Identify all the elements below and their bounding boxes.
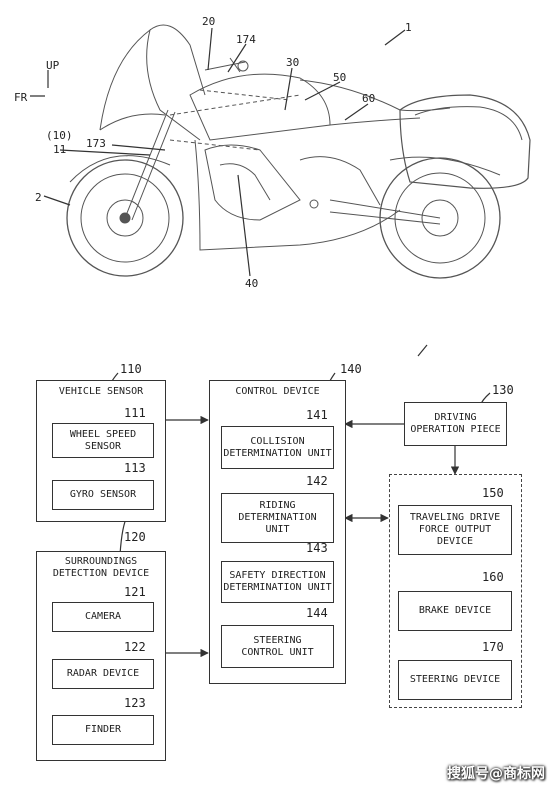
ref-30: 30 [286, 56, 300, 69]
ref-160: 160 [482, 570, 504, 584]
ref-122: 122 [124, 640, 146, 654]
ref-11: 11 [53, 143, 67, 156]
camera-box: CAMERA [52, 602, 154, 632]
ref-1: 1 [405, 21, 412, 34]
steering-control-box: STEERING CONTROL UNIT [221, 625, 334, 668]
ref-60: 60 [362, 92, 376, 105]
safety-direction-label: SAFETY DIRECTION DETERMINATION UNIT [223, 570, 332, 593]
brake-device-box: BRAKE DEVICE [398, 591, 512, 631]
steering-control-label: STEERING CONTROL UNIT [241, 634, 314, 658]
output-devices-group [389, 474, 522, 708]
ref-111: 111 [124, 406, 146, 420]
ref-40: 40 [245, 277, 259, 290]
traveling-drive-box: TRAVELING DRIVE FORCE OUTPUT DEVICE [398, 505, 512, 555]
riding-determination-box: RIDING DETERMINATION UNIT [221, 493, 334, 543]
riding-determination-label: RIDING DETERMINATION UNIT [238, 500, 317, 535]
gyro-sensor-label: GYRO SENSOR [69, 489, 137, 500]
ref-130: 130 [492, 383, 514, 397]
brake-device-label: BRAKE DEVICE [418, 605, 492, 616]
ref-121: 121 [124, 585, 146, 599]
vehicle-sensor-title: VEHICLE SENSOR [58, 386, 144, 397]
wheel-speed-sensor-box: WHEEL SPEED SENSOR [52, 423, 154, 458]
ref-10: (10) [46, 129, 73, 142]
steering-device-box: STEERING DEVICE [398, 660, 512, 700]
watermark: 搜狐号@商标网 [447, 766, 545, 782]
fr-label: FR [14, 91, 28, 104]
ref-123: 123 [124, 696, 146, 710]
radar-device-box: RADAR DEVICE [52, 659, 154, 689]
surroundings-title: SURROUNDINGS DETECTION DEVICE [52, 556, 150, 579]
ref-142: 142 [306, 474, 328, 488]
ref-110: 110 [120, 362, 142, 376]
safety-direction-box: SAFETY DIRECTION DETERMINATION UNIT [221, 561, 334, 603]
ref-174: 174 [236, 33, 256, 46]
ref-141: 141 [306, 408, 328, 422]
ref-2: 2 [35, 191, 42, 204]
collision-determination-box: COLLISION DETERMINATION UNIT [221, 426, 334, 469]
ref-20: 20 [202, 15, 216, 28]
ref-150: 150 [482, 486, 504, 500]
driving-operation-box: DRIVING OPERATION PIECE [404, 402, 507, 446]
radar-device-label: RADAR DEVICE [66, 668, 140, 679]
ref-170: 170 [482, 640, 504, 654]
wheel-speed-sensor-label: WHEEL SPEED SENSOR [69, 428, 137, 452]
ref-50: 50 [333, 71, 347, 84]
ref-140: 140 [340, 362, 362, 376]
control-device-title: CONTROL DEVICE [235, 386, 320, 397]
ref-144: 144 [306, 606, 328, 620]
ref-173: 173 [86, 137, 106, 150]
ref-120: 120 [124, 530, 146, 544]
driving-operation-label: DRIVING OPERATION PIECE [410, 412, 501, 435]
collision-determination-label: COLLISION DETERMINATION UNIT [223, 435, 332, 459]
finder-label: FINDER [84, 724, 122, 735]
steering-device-label: STEERING DEVICE [409, 674, 501, 685]
up-label: UP [46, 59, 60, 72]
ref-143: 143 [306, 541, 328, 555]
motorcycle-drawing [66, 24, 531, 279]
finder-box: FINDER [52, 715, 154, 745]
gyro-sensor-box: GYRO SENSOR [52, 480, 154, 510]
traveling-drive-label: TRAVELING DRIVE FORCE OUTPUT DEVICE [409, 512, 501, 547]
camera-label: CAMERA [84, 611, 122, 622]
ref-113: 113 [124, 461, 146, 475]
